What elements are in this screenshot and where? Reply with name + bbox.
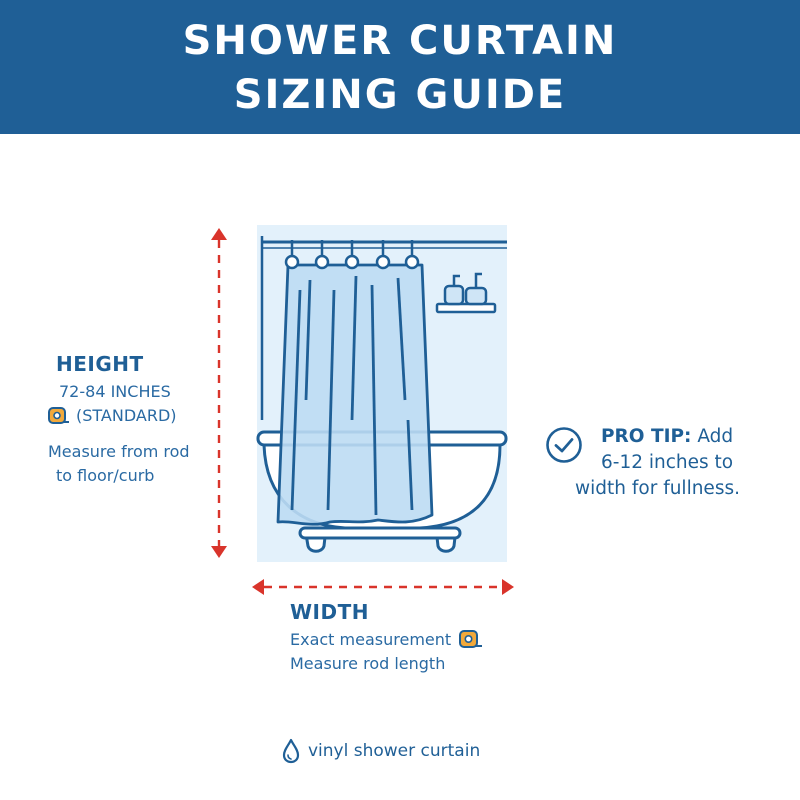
shelf-with-bottles (435, 272, 497, 314)
height-title: HEIGHT (56, 352, 144, 376)
width-title: WIDTH (290, 600, 369, 624)
header-banner: SHOWER CURTAIN SIZING GUIDE (0, 0, 800, 134)
curtain-rings (284, 240, 420, 270)
bathtub-illustration (211, 225, 514, 595)
title-line-1: SHOWER CURTAIN (182, 18, 618, 64)
shower-curtain (276, 263, 434, 526)
height-standard: (STANDARD) (76, 406, 177, 425)
width-arrow (252, 579, 514, 595)
footer-text: vinyl shower curtain (308, 741, 481, 761)
title-line-2: SIZING GUIDE (233, 72, 567, 118)
curtain-rod (260, 236, 507, 420)
pro-tip-line-3: width for fullness. (575, 478, 740, 499)
pro-tip-line-1: Add (697, 426, 734, 447)
height-measure-line-2: to floor/curb (56, 466, 155, 485)
footer: vinyl shower curtain (282, 738, 480, 764)
height-range: 72-84 INCHES (59, 382, 171, 401)
pro-tip: PRO TIP: Add 6-12 inches to width for fu… (545, 424, 775, 502)
height-standard-row: (STANDARD) (48, 404, 218, 428)
water-drop-icon (282, 738, 300, 764)
tape-measure-icon (48, 407, 69, 424)
pro-tip-line-2: 6-12 inches to (601, 452, 734, 473)
tape-measure-icon (459, 630, 483, 648)
height-info: HEIGHT 72-84 INCHES (STANDARD) Measure f… (48, 352, 218, 488)
pro-tip-text: PRO TIP: Add 6-12 inches to width for fu… (575, 424, 740, 502)
height-measure-line-1: Measure from rod (48, 442, 190, 461)
pro-tip-label: PRO TIP: (601, 426, 692, 447)
height-arrow (211, 228, 227, 558)
check-circle-icon (546, 427, 582, 463)
width-row-1: Exact measurement (290, 628, 530, 652)
width-line-1: Exact measurement (290, 630, 452, 649)
height-measure-note: Measure from rod to floor/curb (48, 440, 218, 488)
width-line-2: Measure rod length (290, 654, 446, 673)
width-info: WIDTH Exact measurement Measure rod leng… (290, 600, 530, 676)
